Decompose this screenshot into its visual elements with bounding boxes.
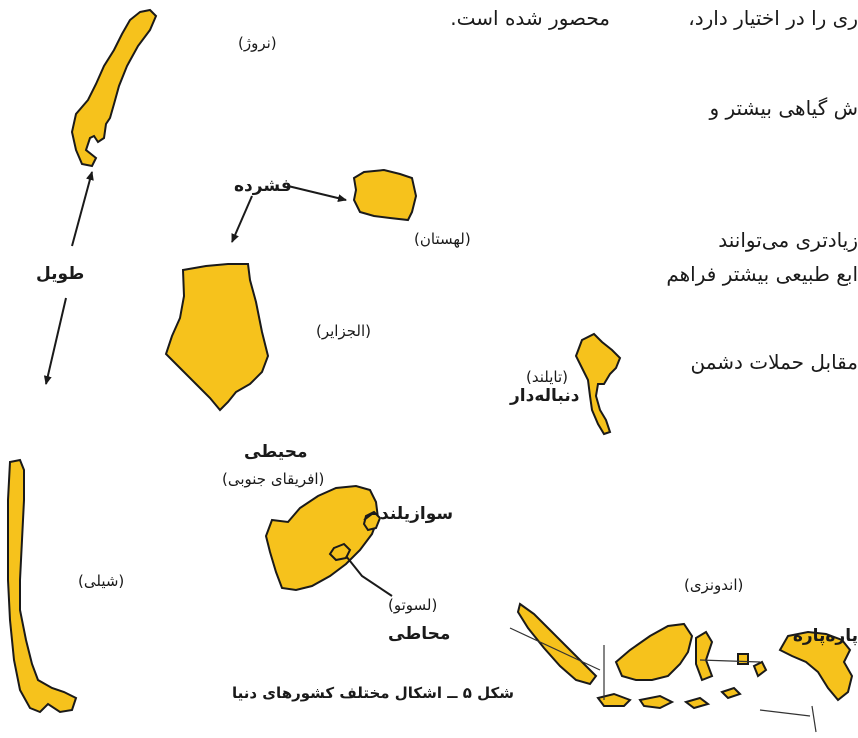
label-norway: (نروژ) — [238, 34, 277, 52]
indonesia-shapes — [516, 602, 854, 710]
lesotho-shape — [328, 542, 352, 562]
figure-caption: شکل ۵ ــ اشکال مختلف کشورهای دنیا — [232, 684, 514, 702]
label-chile: (شیلی) — [78, 572, 125, 590]
label-algeria: (الجزایر) — [316, 322, 372, 340]
label-compact: فشرده — [234, 176, 292, 196]
map-grid-lines — [509, 627, 817, 733]
algeria-shape — [164, 263, 270, 412]
norway-shape — [70, 8, 158, 168]
body-text-line-3: زیادتری می‌توانند — [718, 228, 858, 252]
poland-shape — [352, 168, 418, 222]
south-africa-shape — [264, 484, 380, 592]
label-thailand: (تایلند) — [526, 368, 568, 386]
chile-shape — [7, 458, 78, 714]
label-perforated: محیطی — [244, 442, 308, 462]
thailand-shape — [574, 332, 622, 436]
label-elongated: طویل — [36, 264, 85, 284]
label-south-africa: (افریقای جنوبی) — [222, 470, 325, 488]
label-fragmented: پاره‌پاره — [792, 626, 858, 646]
label-prorupt: دنباله‌دار — [510, 386, 580, 406]
label-enclave: محاطی — [388, 624, 451, 644]
body-text-line-2: ش گیاهی بیشتر و — [709, 96, 858, 120]
label-poland: (لهستان) — [414, 230, 471, 248]
label-indonesia: (اندونزی) — [684, 576, 744, 594]
label-swaziland: سوازیلند — [380, 504, 454, 524]
body-text-line-4: ابع طبیعی بیشتر فراهم — [666, 262, 858, 286]
body-text-line-1b: ری را در اختیار دارد، — [688, 6, 858, 30]
body-text-line-1a: محصور شده است. — [450, 6, 610, 30]
arrows — [43, 171, 393, 597]
body-text-line-5: مقابل حملات دشمن — [690, 350, 858, 374]
label-lesotho: (لسوتو) — [388, 596, 438, 614]
